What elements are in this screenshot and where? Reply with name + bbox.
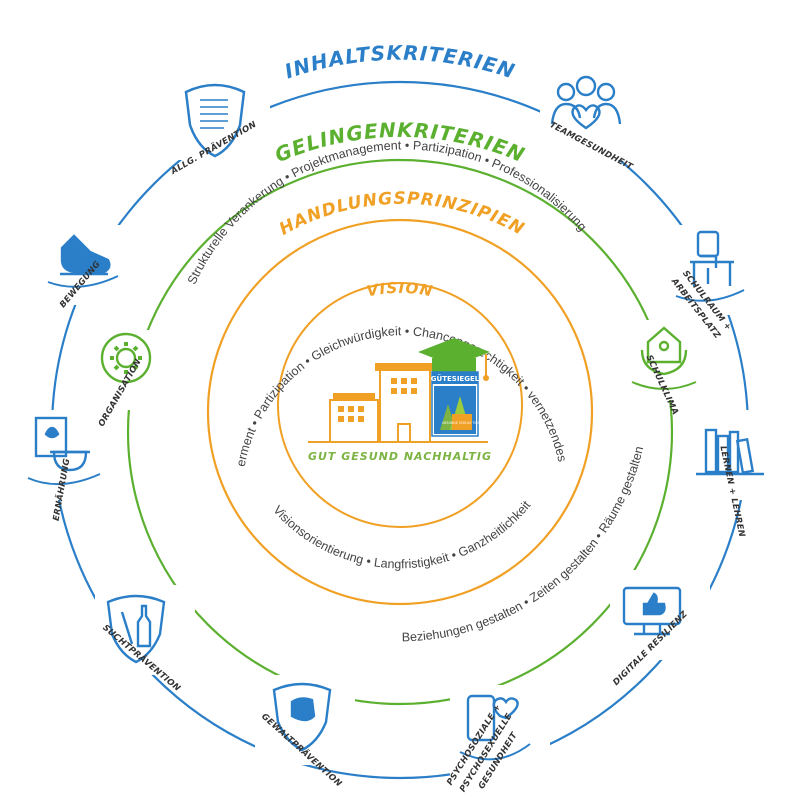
guetesiegel-badge: GÜTESIEGEL GESUNDE SCHULE TIROL [431, 371, 482, 437]
vision-title: VISION [365, 279, 435, 301]
books-icon [696, 428, 764, 476]
gelingenkriterien-bottom-text: Beziehungen gestalten • Zeiten gestalten… [402, 445, 647, 645]
svg-text:GESUNDE SCHULE TIROL: GESUNDE SCHULE TIROL [442, 421, 482, 425]
gear-circle-icon [100, 332, 152, 384]
slogan: GUT GESUND NACHHALTIG [308, 450, 492, 463]
bowl-book-icon [27, 416, 101, 486]
handlungsprinzipien-bottom-text: Visionsorientierung • Langfristigkeit • … [270, 498, 533, 571]
svg-text:GÜTESIEGEL: GÜTESIEGEL [431, 374, 480, 383]
phone-heart-icon [459, 694, 531, 761]
shield-bottle-icon [106, 594, 166, 664]
desk-chair-icon [675, 230, 745, 302]
team-heart-icon [550, 75, 622, 130]
sneaker-icon [47, 234, 119, 288]
monitor-thumb-icon [622, 586, 682, 636]
inhaltskriterien-title: INHALTSKRITERIEN [282, 41, 519, 84]
handlungsprinzipien-title: HANDLUNGSPRINZIPIEN [276, 189, 528, 240]
vision-ring [277, 282, 523, 528]
shield-fist-icon [272, 682, 332, 752]
orange-ring [206, 218, 594, 606]
school-logo [308, 363, 488, 443]
shield-document-icon [184, 83, 246, 158]
green-ring [126, 158, 674, 706]
house-hands-icon [631, 326, 697, 390]
